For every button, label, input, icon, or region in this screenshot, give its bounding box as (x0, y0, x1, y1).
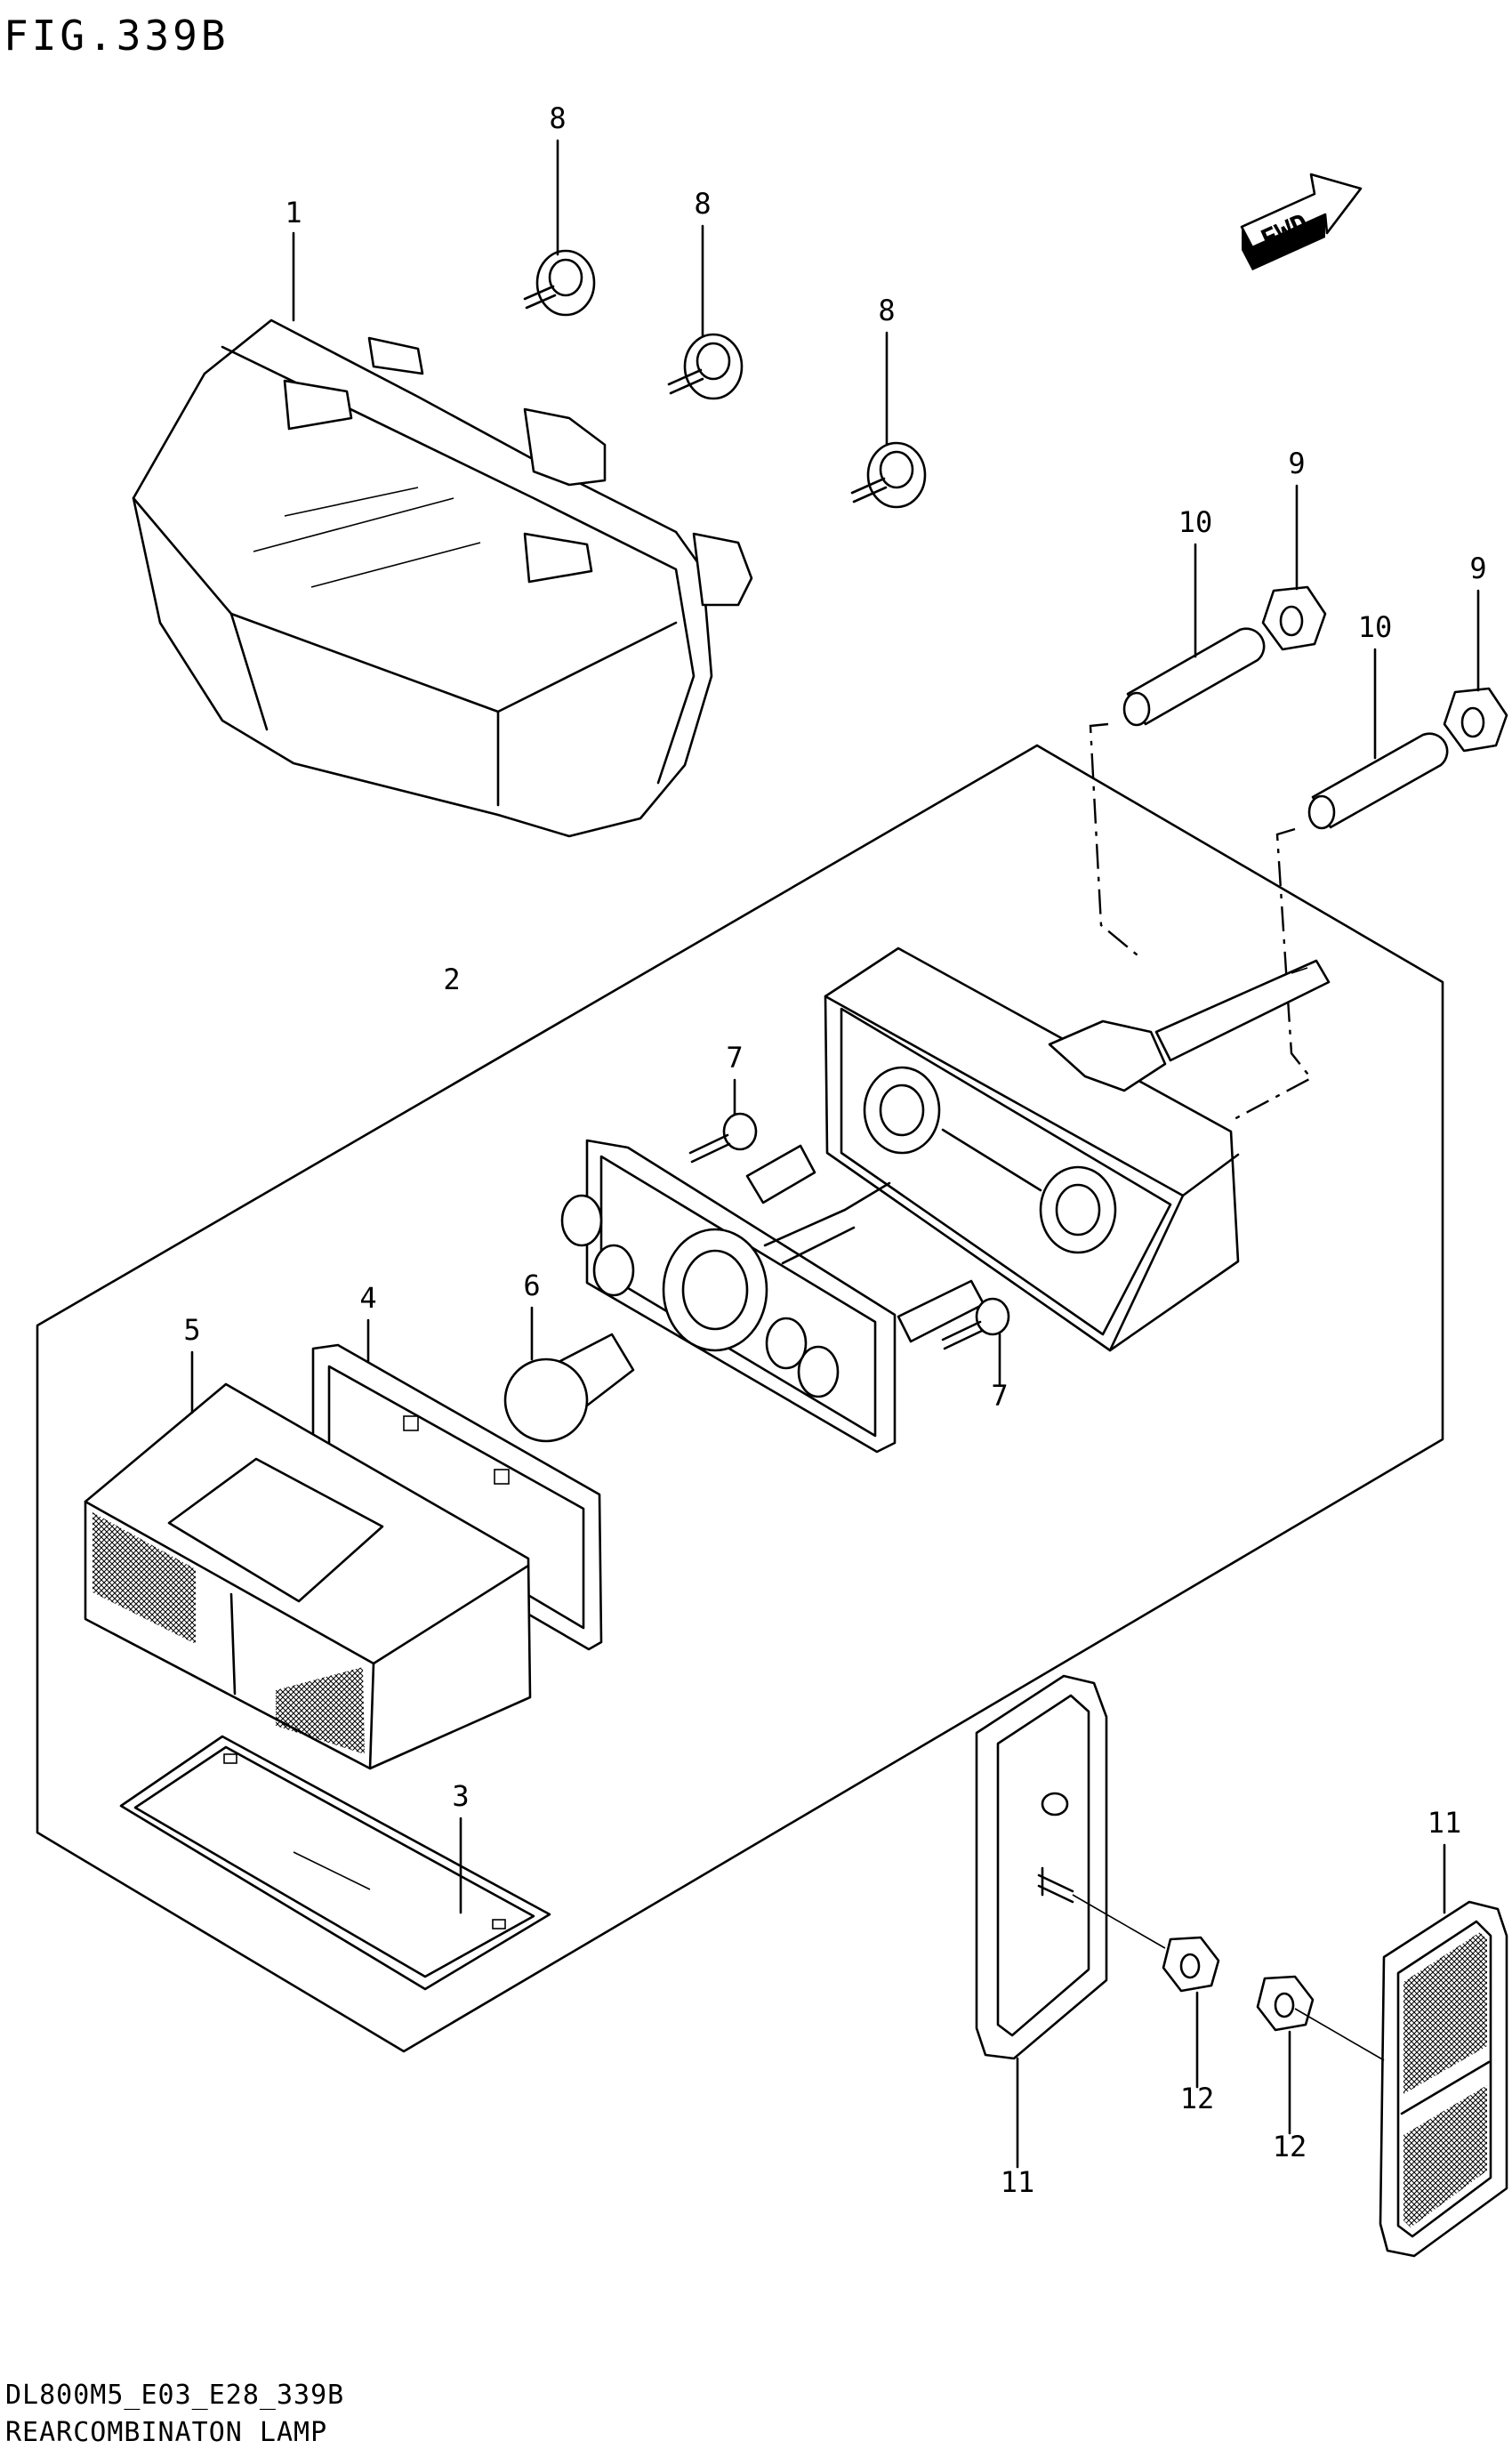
fwd-arrow-icon: FWD (1240, 173, 1363, 270)
nut-9b (1443, 687, 1508, 753)
part-label-4: 4 (359, 1281, 376, 1315)
stud-axis (1072, 1894, 1166, 1949)
reflector-left (975, 1674, 1108, 2060)
part-label-5: 5 (183, 1313, 200, 1347)
part-label-7b: 7 (991, 1379, 1008, 1413)
screw-8b (667, 333, 744, 400)
part-label-11a: 11 (1001, 2165, 1035, 2199)
socket-plate (560, 1139, 985, 1454)
screw-8a (523, 249, 596, 317)
part-label-1: 1 (285, 196, 302, 230)
reflector-stud (1037, 1866, 1074, 1904)
reflector-right (1379, 1900, 1508, 2258)
lens (84, 1382, 532, 1770)
figure-title: FIG.339B (4, 12, 229, 60)
centerline-b (1230, 827, 1313, 1123)
screw-7b (941, 1297, 1010, 1350)
socket-housing (824, 947, 1331, 1352)
taillight-housing (132, 318, 753, 838)
part-label-11b: 11 (1428, 1806, 1462, 1840)
nut-axis (1294, 2008, 1385, 2061)
spacer-10b (1307, 732, 1449, 830)
nut-12b (1256, 1975, 1315, 2032)
part-label-12a: 12 (1180, 2082, 1215, 2115)
part-label-3: 3 (452, 1779, 469, 1813)
drawing-code: DL800M5_E03_E28_339B (5, 2380, 344, 2411)
part-label-12b: 12 (1273, 2130, 1307, 2163)
part-label-10a: 10 (1178, 505, 1213, 539)
part-label-10b: 10 (1358, 610, 1393, 644)
bulb (503, 1333, 635, 1443)
nut-9a (1261, 585, 1327, 651)
screw-8c (850, 441, 927, 509)
part-label-6: 6 (523, 1269, 540, 1302)
assembly-outline (36, 744, 1444, 2053)
part-label-8a: 8 (549, 101, 566, 135)
spacer-10a (1122, 627, 1266, 727)
centerline-a (1089, 722, 1143, 960)
part-label-7a: 7 (726, 1041, 743, 1075)
part-label-8c: 8 (878, 294, 895, 327)
license-plate-lens (119, 1735, 551, 1991)
part-label-9a: 9 (1288, 447, 1305, 480)
nut-12a (1162, 1936, 1220, 1993)
part-label-9b: 9 (1469, 552, 1486, 585)
drawing-title: REARCOMBINATON LAMP (5, 2417, 327, 2448)
part-label-2: 2 (443, 963, 460, 996)
part-label-8b: 8 (694, 187, 711, 221)
screw-7a (688, 1112, 758, 1164)
